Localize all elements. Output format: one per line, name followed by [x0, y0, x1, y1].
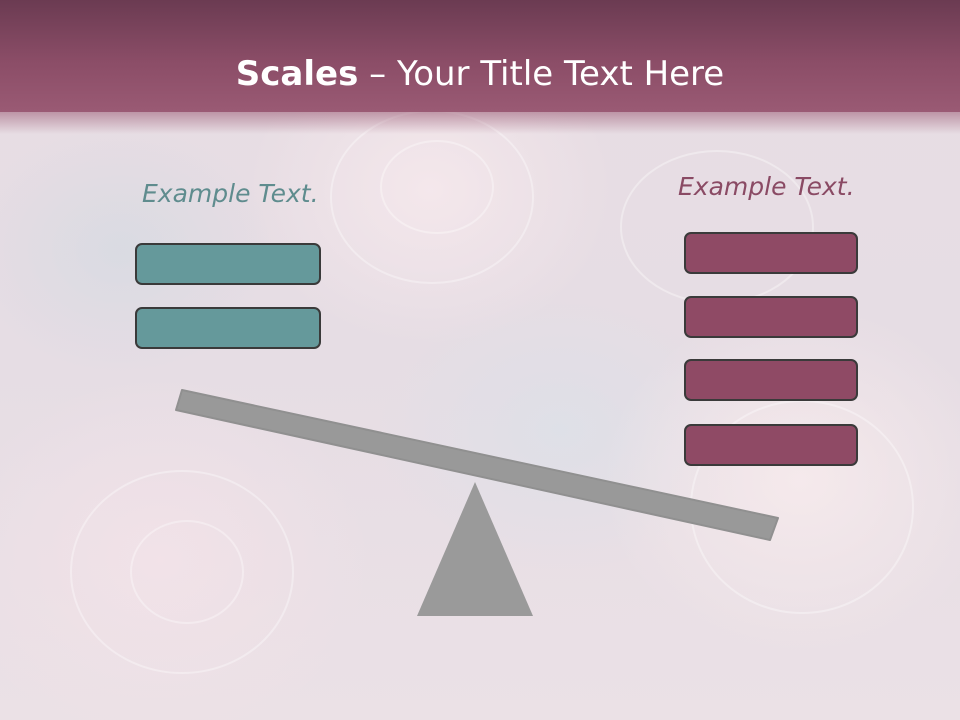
rose-petal-decoration	[380, 140, 494, 234]
fulcrum-triangle-icon	[417, 482, 533, 616]
rose-petal-decoration	[130, 520, 244, 624]
left-box-1	[135, 243, 321, 285]
right-box-3	[684, 359, 858, 401]
right-box-2	[684, 296, 858, 338]
left-example-text: Example Text.	[142, 179, 319, 208]
right-example-text: Example Text.	[678, 172, 855, 201]
title-rest: – Your Title Text Here	[358, 54, 725, 94]
right-box-1	[684, 232, 858, 274]
title-bold: Scales	[235, 54, 359, 94]
left-box-2	[135, 307, 321, 349]
title-bar-shadow	[0, 112, 960, 134]
right-box-4	[684, 424, 858, 466]
beam-icon	[175, 389, 779, 541]
rose-petal-decoration	[70, 470, 294, 674]
slide-title: Scales – Your Title Text Here	[0, 52, 960, 96]
title-bar	[0, 0, 960, 112]
